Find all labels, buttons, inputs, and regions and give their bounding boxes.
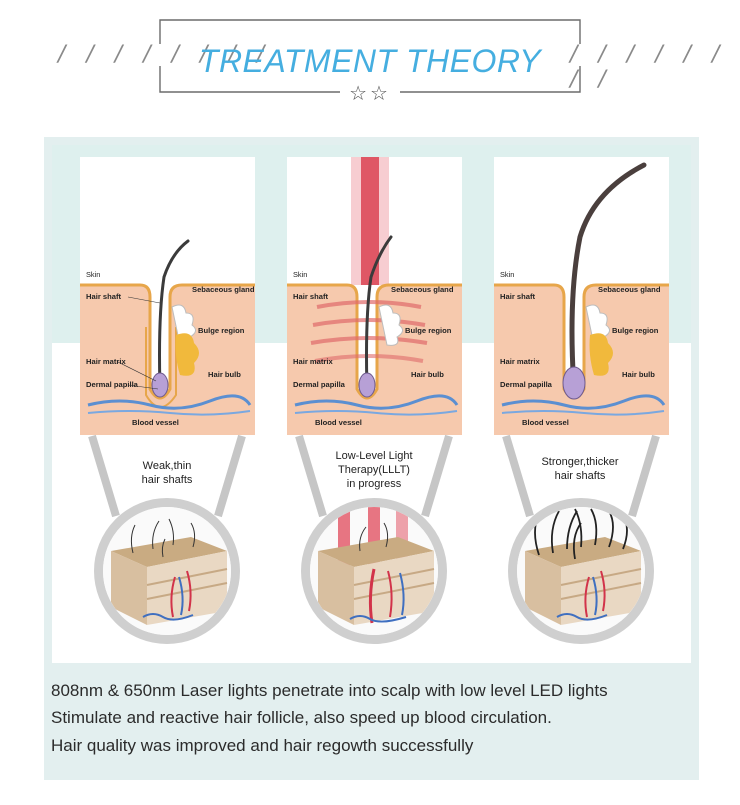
scalp-zoom-lllt: [301, 498, 447, 644]
caption-weak-line2: hair shafts: [141, 474, 193, 486]
label-skin: Skin: [500, 270, 514, 279]
label-hair-shaft: Hair shaft: [293, 292, 328, 301]
label-hair-shaft: Hair shaft: [86, 292, 121, 301]
label-hair-bulb: Hair bulb: [411, 370, 444, 379]
scalp-zoom-weak: [94, 498, 240, 644]
label-hair-bulb: Hair bulb: [622, 370, 655, 379]
label-blood-vessel: Blood vessel: [132, 418, 179, 427]
title-bracket-lines: [159, 19, 581, 93]
label-skin: Skin: [86, 270, 100, 279]
caption-weak-line1: Weak,thin: [142, 460, 192, 472]
label-dermal-papilla: Dermal papilla: [86, 380, 139, 389]
caption-weak: Weak,thin hair shafts: [92, 459, 242, 487]
label-hair-matrix: Hair matrix: [500, 357, 540, 366]
label-blood-vessel: Blood vessel: [315, 418, 362, 427]
label-sebaceous-gland: Sebaceous gland: [192, 285, 255, 294]
description-line-2: Stimulate and reactive hair follicle, al…: [51, 708, 552, 727]
label-skin: Skin: [293, 270, 307, 279]
label-hair-shaft: Hair shaft: [500, 292, 535, 301]
caption-strong-line1: Stronger,thicker: [541, 456, 619, 468]
label-dermal-papilla: Dermal papilla: [293, 380, 346, 389]
label-blood-vessel: Blood vessel: [522, 418, 569, 427]
stars-icon: ☆☆: [349, 81, 391, 105]
caption-strong: Stronger,thicker hair shafts: [505, 455, 655, 483]
follicle-diagram-weak: Skin Hair shaft Sebaceous gland Bulge re…: [80, 157, 255, 435]
page-title: TREATMENT THEORY: [198, 43, 542, 79]
label-sebaceous-gland: Sebaceous gland: [598, 285, 661, 294]
label-hair-matrix: Hair matrix: [86, 357, 126, 366]
caption-lllt-line2: Therapy(LLLT): [338, 464, 410, 476]
label-bulge-region: Bulge region: [612, 326, 659, 335]
description-line-1: 808nm & 650nm Laser lights penetrate int…: [51, 681, 608, 700]
label-bulge-region: Bulge region: [405, 326, 452, 335]
caption-lllt: Low-Level Light Therapy(LLLT) in progres…: [299, 449, 449, 491]
right-decorative-slashes: / / / / / / / /: [570, 42, 727, 92]
title-frame: TREATMENT THEORY ☆☆: [158, 18, 582, 104]
description-line-3: Hair quality was improved and hair regow…: [51, 736, 474, 755]
funnel-connectors: [88, 434, 660, 518]
scalp-zoom-strong: [508, 498, 654, 644]
caption-lllt-line1: Low-Level Light: [335, 450, 413, 462]
label-sebaceous-gland: Sebaceous gland: [391, 285, 454, 294]
label-hair-matrix: Hair matrix: [293, 357, 333, 366]
caption-lllt-line3: in progress: [346, 478, 402, 490]
label-hair-bulb: Hair bulb: [208, 370, 241, 379]
left-decorative-slashes: / / / / / / / /: [58, 42, 272, 67]
follicle-diagram-lllt: Skin Hair shaft Sebaceous gland Bulge re…: [287, 157, 462, 435]
caption-strong-line2: hair shafts: [554, 470, 606, 482]
label-dermal-papilla: Dermal papilla: [500, 380, 553, 389]
follicle-diagram-strong: Skin Hair shaft Sebaceous gland Bulge re…: [494, 157, 669, 435]
label-bulge-region: Bulge region: [198, 326, 245, 335]
